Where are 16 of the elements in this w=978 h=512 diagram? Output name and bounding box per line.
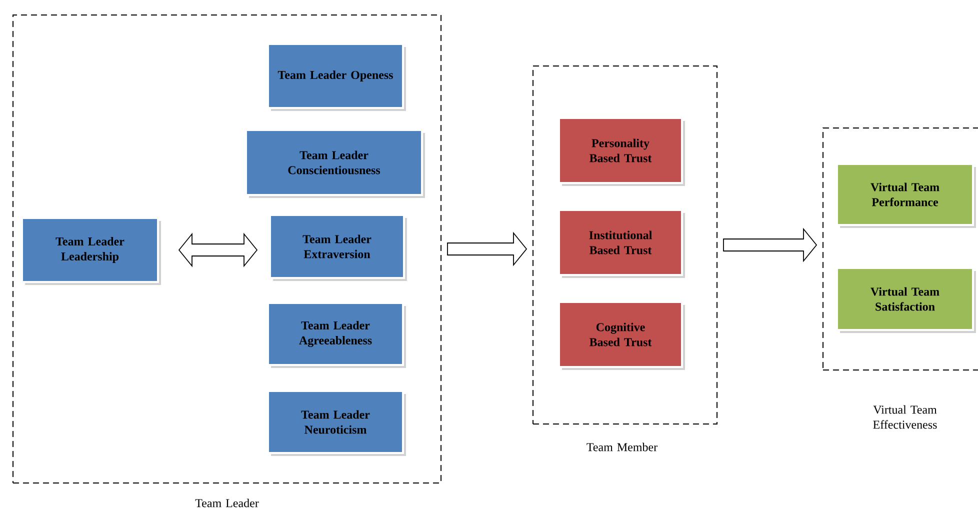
process-box: Institutional Based Trust bbox=[558, 209, 685, 278]
group-label: Team Member bbox=[586, 442, 658, 452]
group-label: Virtual Team Effectiveness bbox=[873, 405, 937, 429]
block-arrow bbox=[723, 228, 818, 262]
process-box: Team Leader Openess bbox=[267, 43, 406, 111]
process-box: Virtual Team Satisfaction bbox=[836, 267, 976, 333]
process-box: Team Leader Leadership bbox=[21, 217, 161, 285]
process-box: Team Leader Extraversion bbox=[269, 214, 407, 281]
block-arrow bbox=[447, 232, 528, 266]
process-box: Team Leader Conscientiousness bbox=[245, 129, 425, 198]
process-box: Virtual Team Performance bbox=[836, 163, 976, 228]
process-box: Cognitive Based Trust bbox=[558, 301, 685, 370]
process-box: Team Leader Agreeableness bbox=[267, 302, 406, 368]
process-box: Team Leader Neuroticism bbox=[267, 390, 406, 456]
process-box: Personality Based Trust bbox=[558, 117, 685, 186]
group-label: Team Leader bbox=[195, 498, 259, 508]
